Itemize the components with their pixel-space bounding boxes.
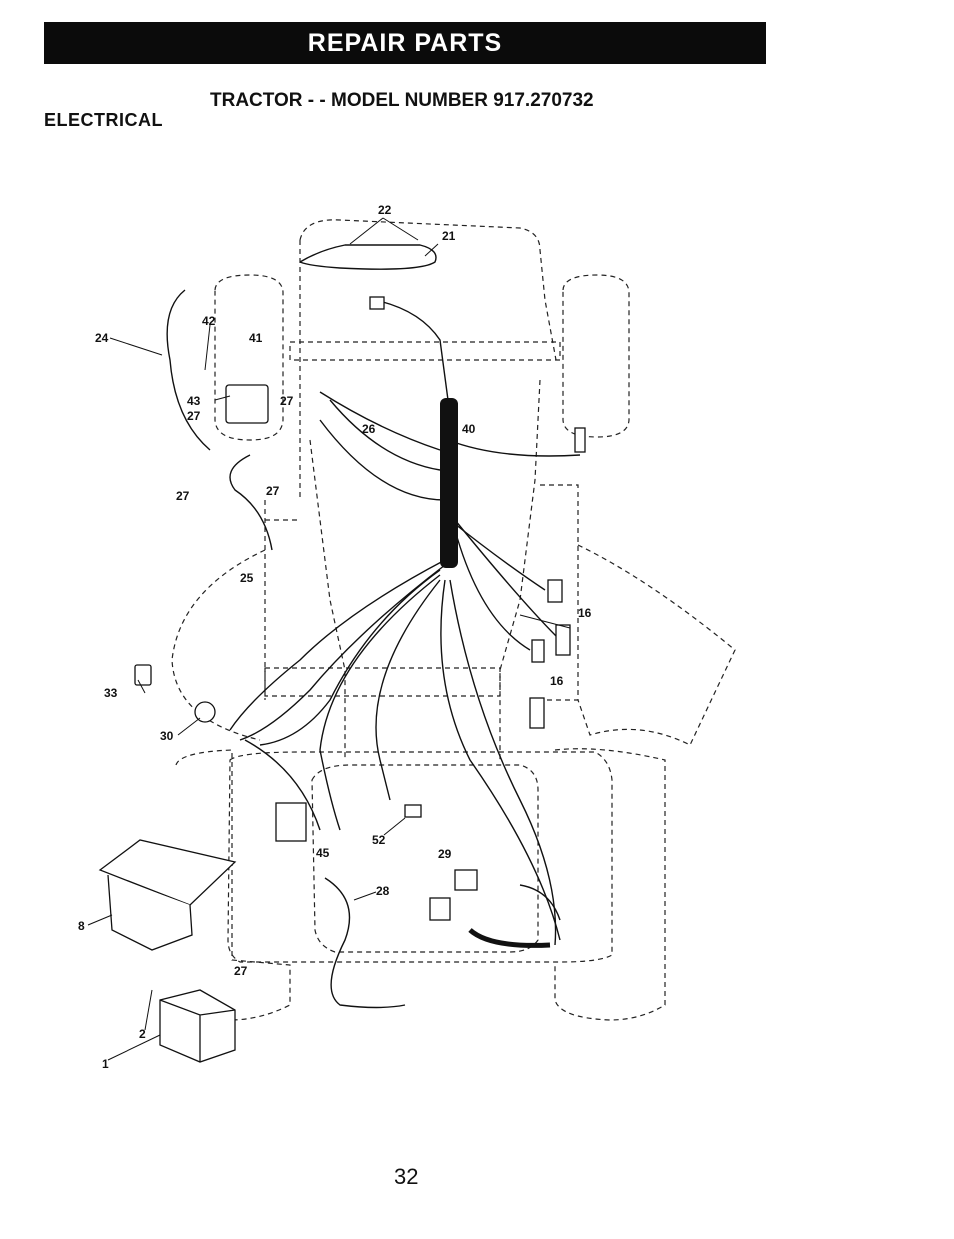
section-label: ELECTRICAL: [44, 110, 163, 130]
callout-40: 40: [462, 422, 476, 436]
callout-27-b: 27: [280, 394, 294, 408]
callout-27-e: 27: [234, 964, 248, 978]
callout-16-a: 16: [578, 606, 592, 620]
callout-22: 22: [378, 203, 392, 217]
tractor-outline: [171, 219, 736, 1021]
callout-28: 28: [376, 884, 390, 898]
callout-29: 29: [438, 847, 452, 861]
callout-25: 25: [240, 571, 254, 585]
components: [98, 296, 586, 1063]
callout-16-b: 16: [550, 674, 564, 688]
wiring-harness: [166, 244, 581, 1009]
callout-30: 30: [160, 729, 174, 743]
callout-2: 2: [139, 1027, 146, 1041]
callout-42: 42: [202, 314, 216, 328]
callout-45: 45: [316, 846, 330, 860]
callout-43: 43: [187, 394, 201, 408]
page-number: 32: [394, 1164, 419, 1189]
callout-26: 26: [362, 422, 376, 436]
callout-1: 1: [102, 1057, 109, 1071]
callout-24: 24: [95, 331, 109, 345]
callout-33: 33: [104, 686, 118, 700]
callout-8: 8: [78, 919, 85, 933]
callout-27-c: 27: [176, 489, 190, 503]
callout-41: 41: [249, 331, 263, 345]
callout-labels: 22 21 42 41 24 43 27 27 26 40 27 27 25 1…: [78, 203, 592, 1071]
callout-27-d: 27: [266, 484, 280, 498]
callout-27-a: 27: [187, 409, 201, 423]
banner-text: REPAIR PARTS: [307, 28, 503, 57]
model-title: TRACTOR - - MODEL NUMBER 917.270732: [210, 90, 594, 111]
section-banner: REPAIR PARTS: [44, 22, 766, 64]
callout-52: 52: [372, 833, 386, 847]
leader-lines: [87, 217, 571, 1061]
callout-21: 21: [442, 229, 456, 243]
